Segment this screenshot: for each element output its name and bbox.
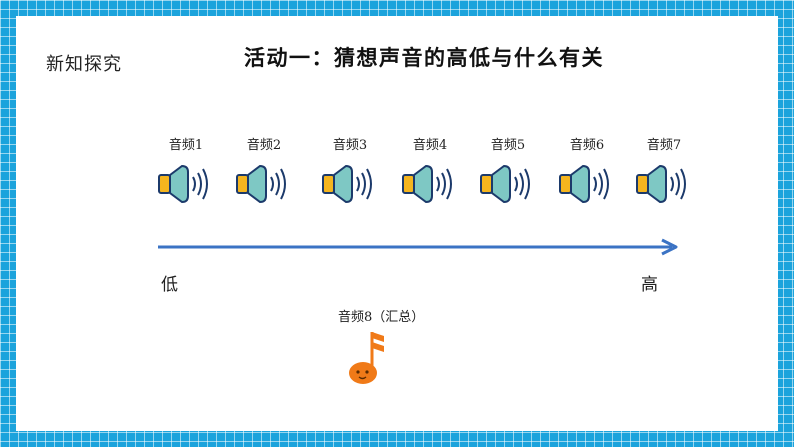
speaker-icon xyxy=(480,164,530,204)
audio-label: 音频2 xyxy=(246,138,282,153)
section-label: 新知探究 xyxy=(46,54,122,75)
audio-label: 音频6 xyxy=(569,138,605,153)
audio-button-6[interactable]: 音频6 xyxy=(557,134,627,209)
speaker-icon xyxy=(636,164,686,204)
speaker-icon xyxy=(158,164,208,204)
music-note-icon[interactable] xyxy=(348,328,388,388)
speaker-icon xyxy=(402,164,452,204)
audio-button-2[interactable]: 音频2 xyxy=(234,134,304,209)
pitch-arrow xyxy=(158,238,678,256)
audio-label: 音频5 xyxy=(490,138,526,153)
slide-canvas: 新知探究 活动一：猜想声音的高低与什么有关 音频1 音频2 音频3 xyxy=(16,16,778,431)
audio-label: 音频4 xyxy=(412,138,448,153)
speaker-icon xyxy=(322,164,372,204)
speaker-icon xyxy=(236,164,286,204)
summary-audio-label: 音频8（汇总） xyxy=(338,310,425,325)
speaker-icon xyxy=(559,164,609,204)
audio-button-3[interactable]: 音频3 xyxy=(320,134,390,209)
audio-label: 音频3 xyxy=(332,138,368,153)
audio-label: 音频7 xyxy=(646,138,682,153)
axis-low-label: 低 xyxy=(161,275,178,295)
audio-button-1[interactable]: 音频1 xyxy=(156,134,226,209)
page-title: 活动一：猜想声音的高低与什么有关 xyxy=(244,45,604,70)
audio-button-4[interactable]: 音频4 xyxy=(400,134,470,209)
audio-button-7[interactable]: 音频7 xyxy=(634,134,704,209)
axis-high-label: 高 xyxy=(641,275,658,295)
audio-label: 音频1 xyxy=(168,138,204,153)
audio-button-5[interactable]: 音频5 xyxy=(478,134,548,209)
